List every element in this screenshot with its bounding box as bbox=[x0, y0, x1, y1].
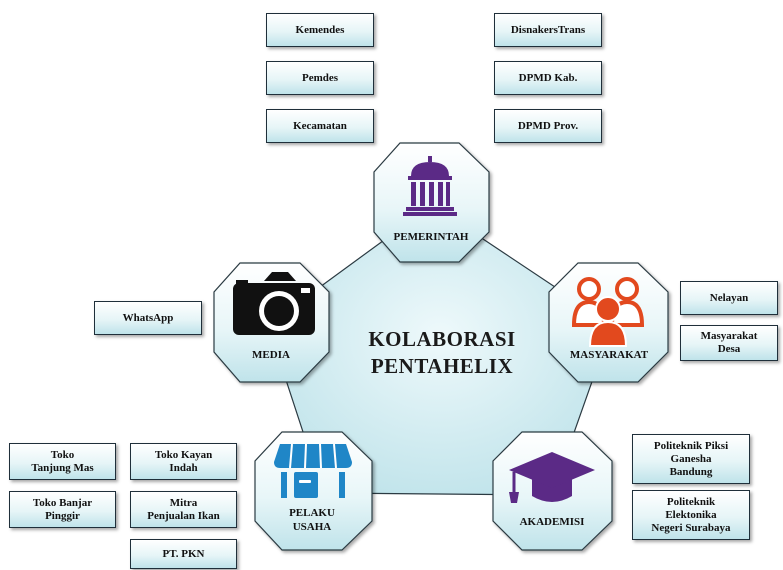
box-dpmd-prov: DPMD Prov. bbox=[494, 109, 602, 143]
box-pt-pkn: PT. PKN bbox=[130, 539, 237, 569]
node-label-pemerintah: PEMERINTAH bbox=[393, 231, 469, 243]
box-pemdes: Pemdes bbox=[266, 61, 374, 95]
government-building-icon bbox=[403, 156, 457, 216]
graduation-cap-icon bbox=[509, 452, 595, 503]
box-masyarakat-desa: Masyarakat Desa bbox=[680, 325, 778, 361]
center-title: KOLABORASI PENTAHELIX bbox=[368, 327, 516, 378]
box-kemendes: Kemendes bbox=[266, 13, 374, 47]
node-label-media: MEDIA bbox=[252, 349, 290, 361]
node-label-pelaku-usaha: PELAKU USAHA bbox=[289, 507, 335, 533]
camera-icon bbox=[233, 272, 315, 335]
box-kecamatan: Kecamatan bbox=[266, 109, 374, 143]
box-politeknik-piksi: Politeknik Piksi Ganesha Bandung bbox=[632, 434, 750, 484]
box-toko-kayan-indah: Toko Kayan Indah bbox=[130, 443, 237, 480]
box-toko-banjar-pinggir: Toko Banjar Pinggir bbox=[9, 491, 116, 528]
box-dpmd-kab: DPMD Kab. bbox=[494, 61, 602, 95]
storefront-icon bbox=[274, 443, 352, 498]
node-label-akademisi: AKADEMISI bbox=[519, 516, 585, 528]
box-toko-tanjung-mas: Toko Tanjung Mas bbox=[9, 443, 116, 480]
box-whatsapp: WhatsApp bbox=[94, 301, 202, 335]
people-group-icon bbox=[571, 277, 645, 347]
box-disnakerstrans: DisnakersTrans bbox=[494, 13, 602, 47]
box-mitra-penjualan-ikan: Mitra Penjualan Ikan bbox=[130, 491, 237, 528]
node-label-masyarakat: MASYARAKAT bbox=[569, 349, 649, 361]
box-politeknik-elektronika: Politeknik Elektonika Negeri Surabaya bbox=[632, 490, 750, 540]
box-nelayan: Nelayan bbox=[680, 281, 778, 315]
